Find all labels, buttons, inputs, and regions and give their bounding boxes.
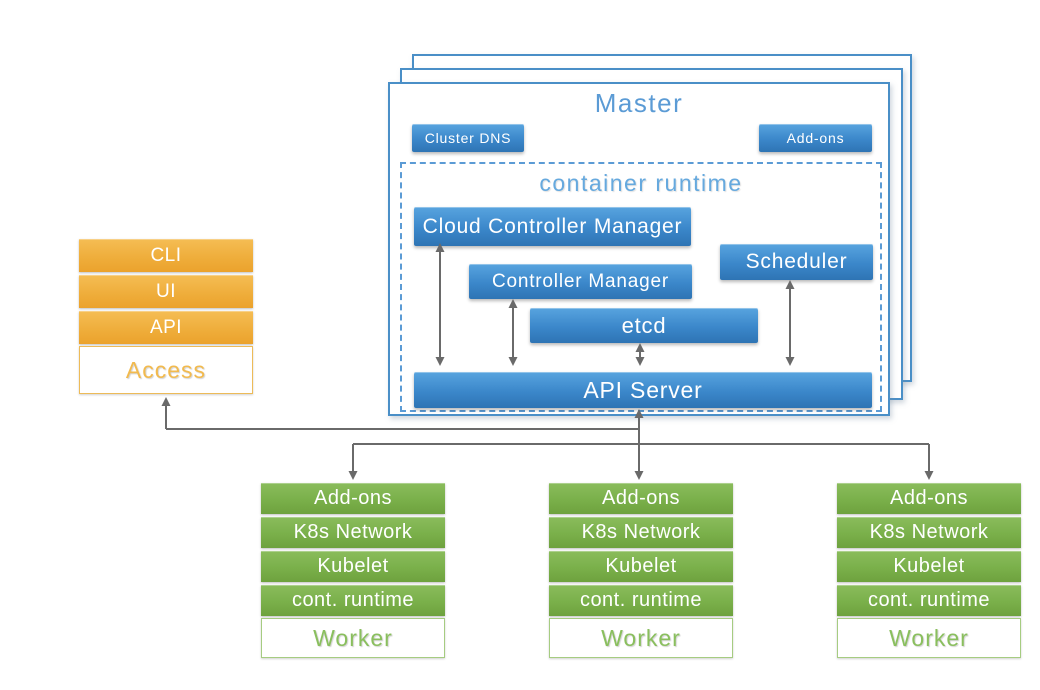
etcd-box: etcd: [530, 308, 758, 343]
container-runtime-box: container runtime Cloud Controller Manag…: [400, 162, 882, 412]
worker3-label-box: Worker: [837, 618, 1021, 658]
cluster-dns-box: Cluster DNS: [412, 124, 524, 152]
worker3-row-k8s-network: K8s Network: [837, 517, 1021, 548]
worker2-row-addons: Add-ons: [549, 483, 733, 514]
master-node: Master Cluster DNS Add-ons container run…: [388, 82, 890, 416]
worker1-row-kubelet: Kubelet: [261, 551, 445, 582]
container-runtime-title: container runtime: [539, 170, 743, 196]
master-title: Master: [594, 88, 684, 118]
cloud-controller-manager-box: Cloud Controller Manager: [414, 207, 691, 246]
worker2-row-k8s-network: K8s Network: [549, 517, 733, 548]
worker2-row-cont-runtime: cont. runtime: [549, 585, 733, 616]
access-row-cli: CLI: [79, 239, 253, 272]
worker3-row-cont-runtime: cont. runtime: [837, 585, 1021, 616]
worker1-row-addons: Add-ons: [261, 483, 445, 514]
access-row-ui: UI: [79, 275, 253, 308]
controller-manager-box: Controller Manager: [469, 264, 692, 299]
api-server-box: API Server: [414, 372, 872, 408]
worker2-label-box: Worker: [549, 618, 733, 658]
access-label-box: Access: [79, 346, 253, 394]
worker3-row-kubelet: Kubelet: [837, 551, 1021, 582]
master-addons-box: Add-ons: [759, 124, 872, 152]
worker1-label-box: Worker: [261, 618, 445, 658]
worker1-row-cont-runtime: cont. runtime: [261, 585, 445, 616]
scheduler-box: Scheduler: [720, 244, 873, 280]
worker3-row-addons: Add-ons: [837, 483, 1021, 514]
access-row-api: API: [79, 311, 253, 344]
worker1-row-k8s-network: K8s Network: [261, 517, 445, 548]
worker2-row-kubelet: Kubelet: [549, 551, 733, 582]
